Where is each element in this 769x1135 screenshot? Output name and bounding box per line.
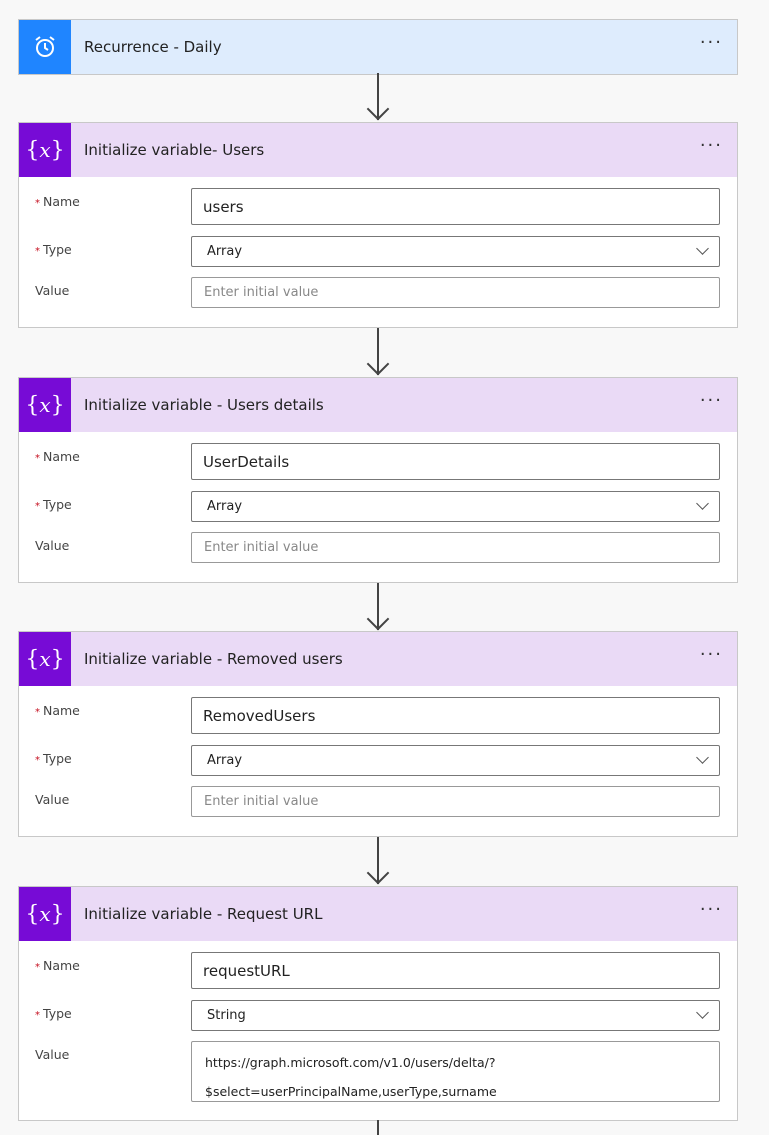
card-title: Initialize variable - Users details bbox=[84, 396, 324, 414]
type-field-row: *Type String bbox=[19, 1000, 737, 1041]
more-options-button[interactable]: ··· bbox=[699, 390, 723, 411]
chevron-down-icon bbox=[696, 1006, 709, 1019]
connector-line bbox=[377, 1120, 379, 1135]
more-options-button[interactable]: ··· bbox=[699, 135, 723, 156]
type-label: *Type bbox=[35, 497, 72, 512]
recurrence-trigger-card[interactable]: Recurrence - Daily ··· bbox=[18, 19, 738, 75]
variable-icon: {x} bbox=[19, 378, 71, 432]
card-header[interactable]: {x} Initialize variable - Users details … bbox=[19, 378, 737, 432]
type-label: *Type bbox=[35, 1006, 72, 1021]
name-field-row: *Name requestURL bbox=[19, 952, 737, 1000]
connector-line bbox=[377, 583, 379, 630]
arrow-icon bbox=[366, 861, 390, 885]
card-title: Initialize variable - Request URL bbox=[84, 905, 323, 923]
type-select[interactable]: Array bbox=[191, 236, 720, 267]
initialize-variable-card[interactable]: {x} Initialize variable - Users details … bbox=[18, 377, 738, 583]
type-field-row: *Type Array bbox=[19, 745, 737, 786]
value-input[interactable]: Enter initial value bbox=[191, 532, 720, 563]
initialize-variable-card[interactable]: {x} Initialize variable- Users ··· *Name… bbox=[18, 122, 738, 328]
name-field-row: *Name RemovedUsers bbox=[19, 697, 737, 745]
arrow-icon bbox=[366, 97, 390, 121]
name-label: *Name bbox=[35, 703, 80, 718]
arrow-icon bbox=[366, 607, 390, 631]
value-label: Value bbox=[35, 283, 70, 298]
value-field-row: Value Enter initial value bbox=[19, 786, 737, 827]
name-input[interactable]: users bbox=[191, 188, 720, 225]
initialize-variable-card[interactable]: {x} Initialize variable - Removed users … bbox=[18, 631, 738, 837]
chevron-down-icon bbox=[696, 497, 709, 510]
value-line: https://graph.microsoft.com/v1.0/users/d… bbox=[205, 1055, 496, 1070]
value-input[interactable]: https://graph.microsoft.com/v1.0/users/d… bbox=[191, 1041, 720, 1102]
type-value: String bbox=[207, 1008, 246, 1023]
type-field-row: *Type Array bbox=[19, 491, 737, 532]
connector-line bbox=[377, 73, 379, 120]
connector-line bbox=[377, 837, 379, 884]
type-select[interactable]: String bbox=[191, 1000, 720, 1031]
connector-line bbox=[377, 328, 379, 375]
variable-icon: {x} bbox=[19, 123, 71, 177]
card-header[interactable]: Recurrence - Daily ··· bbox=[19, 20, 737, 74]
value-field-row: Value Enter initial value bbox=[19, 277, 737, 318]
more-options-button[interactable]: ··· bbox=[699, 32, 723, 53]
variable-icon: {x} bbox=[19, 632, 71, 686]
type-field-row: *Type Array bbox=[19, 236, 737, 277]
value-line: $select=userPrincipalName,userType,surna… bbox=[205, 1084, 497, 1099]
value-label: Value bbox=[35, 538, 70, 553]
type-value: Array bbox=[207, 753, 243, 768]
value-input[interactable]: Enter initial value bbox=[191, 277, 720, 308]
more-options-button[interactable]: ··· bbox=[699, 899, 723, 920]
name-field-row: *Name users bbox=[19, 188, 737, 236]
value-field-row: Value Enter initial value bbox=[19, 532, 737, 573]
card-title: Initialize variable - Removed users bbox=[84, 650, 343, 668]
card-title: Initialize variable- Users bbox=[84, 141, 265, 159]
card-header[interactable]: {x} Initialize variable- Users ··· bbox=[19, 123, 737, 177]
arrow-icon bbox=[366, 352, 390, 376]
alarm-clock-icon bbox=[19, 20, 71, 74]
type-value: Array bbox=[207, 244, 243, 259]
chevron-down-icon bbox=[696, 751, 709, 764]
value-label: Value bbox=[35, 1047, 70, 1062]
type-value: Array bbox=[207, 499, 243, 514]
more-options-button[interactable]: ··· bbox=[699, 644, 723, 665]
value-field-row: Value https://graph.microsoft.com/v1.0/u… bbox=[19, 1041, 737, 1102]
name-input[interactable]: requestURL bbox=[191, 952, 720, 989]
name-label: *Name bbox=[35, 449, 80, 464]
type-select[interactable]: Array bbox=[191, 745, 720, 776]
name-label: *Name bbox=[35, 194, 80, 209]
name-label: *Name bbox=[35, 958, 80, 973]
type-label: *Type bbox=[35, 242, 72, 257]
variable-icon: {x} bbox=[19, 887, 71, 941]
card-header[interactable]: {x} Initialize variable - Removed users … bbox=[19, 632, 737, 686]
value-input[interactable]: Enter initial value bbox=[191, 786, 720, 817]
value-label: Value bbox=[35, 792, 70, 807]
name-input[interactable]: UserDetails bbox=[191, 443, 720, 480]
card-header[interactable]: {x} Initialize variable - Request URL ··… bbox=[19, 887, 737, 941]
card-title: Recurrence - Daily bbox=[84, 38, 222, 56]
name-input[interactable]: RemovedUsers bbox=[191, 697, 720, 734]
initialize-variable-card[interactable]: {x} Initialize variable - Request URL ··… bbox=[18, 886, 738, 1121]
name-field-row: *Name UserDetails bbox=[19, 443, 737, 491]
chevron-down-icon bbox=[696, 242, 709, 255]
type-select[interactable]: Array bbox=[191, 491, 720, 522]
type-label: *Type bbox=[35, 751, 72, 766]
